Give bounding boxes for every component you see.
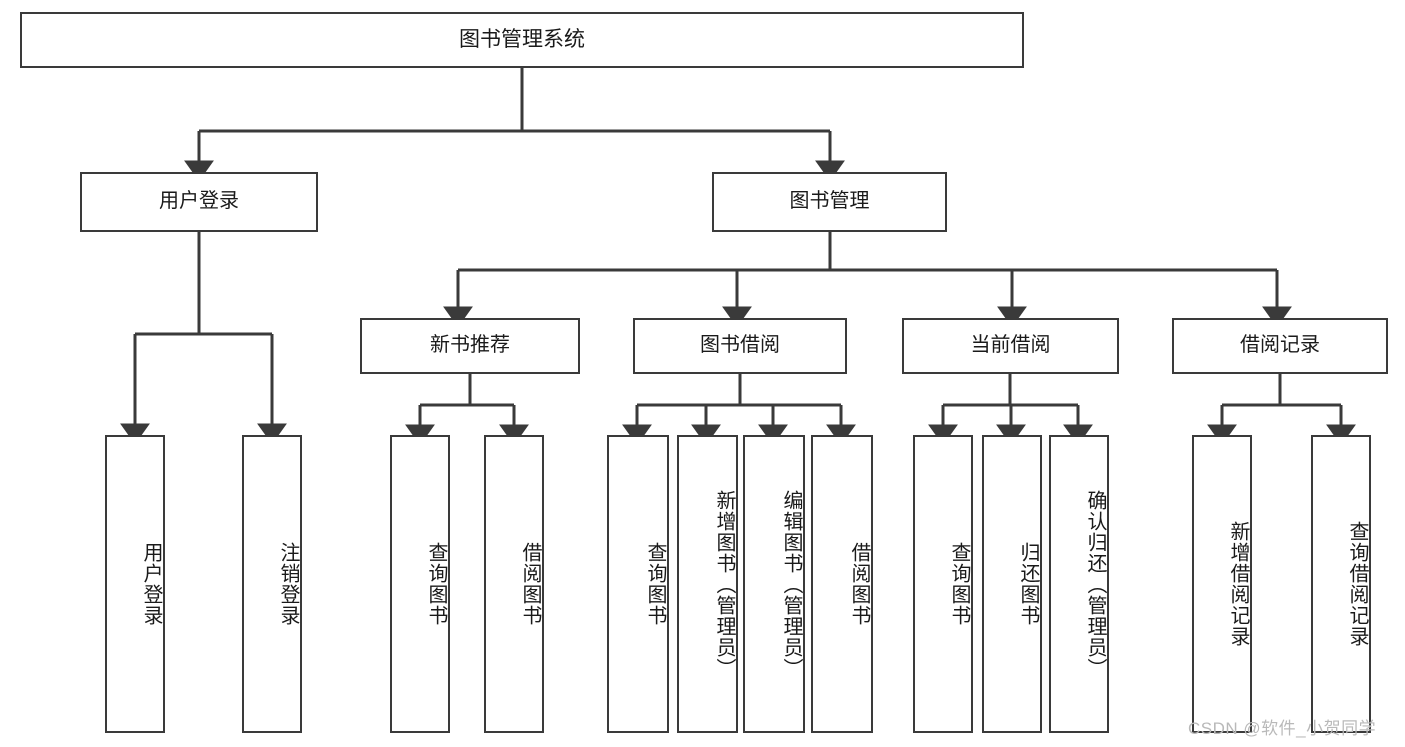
node-label: 确认归还（管理员） xyxy=(1084,489,1106,679)
node-leaf-user-login[interactable]: 用户登录 xyxy=(105,435,165,733)
node-book-manage[interactable]: 图书管理 xyxy=(712,172,947,232)
node-label: 借阅图书 xyxy=(519,542,541,626)
edge-book-borrow-to-leaves xyxy=(622,374,856,446)
node-leaf-cur-return[interactable]: 归还图书 xyxy=(982,435,1042,733)
watermark: CSDN @软件_小贺同学 xyxy=(1188,719,1377,738)
node-leaf-borrow-query[interactable]: 查询图书 xyxy=(607,435,669,733)
node-leaf-borrow-edit[interactable]: 编辑图书（管理员） xyxy=(743,435,805,733)
node-label: 注销登录 xyxy=(277,542,299,626)
node-leaf-borrow-lend[interactable]: 借阅图书 xyxy=(811,435,873,733)
node-label: 新增借阅记录 xyxy=(1227,521,1249,647)
node-label: 当前借阅 xyxy=(970,334,1051,357)
node-label: 编辑图书（管理员） xyxy=(780,489,802,679)
node-label: 新增图书（管理员） xyxy=(713,489,735,679)
node-leaf-user-logout[interactable]: 注销登录 xyxy=(242,435,302,733)
edge-user-login-to-leaves xyxy=(120,232,287,445)
edge-current-borrow-to-leaves xyxy=(928,374,1093,446)
edge-borrow-record-to-leaves xyxy=(1207,374,1356,446)
node-leaf-cur-query[interactable]: 查询图书 xyxy=(913,435,973,733)
node-leaf-rec-add[interactable]: 新增借阅记录 xyxy=(1192,435,1252,733)
node-leaf-rec-query2[interactable]: 查询借阅记录 xyxy=(1311,435,1371,733)
node-root[interactable]: 图书管理系统 xyxy=(20,12,1024,68)
edge-root-to-level1 xyxy=(184,68,845,182)
node-leaf-rec-query[interactable]: 查询图书 xyxy=(390,435,450,733)
edge-book-manage-to-level2 xyxy=(443,232,1292,328)
edge-new-book-rec-to-leaves xyxy=(405,374,529,446)
node-label: 借阅图书 xyxy=(848,542,870,626)
node-label: 图书借阅 xyxy=(700,334,780,357)
node-label: 查询图书 xyxy=(425,542,447,626)
node-label: 图书管理系统 xyxy=(459,27,585,51)
node-label: 借阅记录 xyxy=(1240,334,1320,357)
node-label: 查询借阅记录 xyxy=(1346,521,1368,647)
node-new-book-rec[interactable]: 新书推荐 xyxy=(360,318,580,374)
node-leaf-cur-confirm[interactable]: 确认归还（管理员） xyxy=(1049,435,1109,733)
node-label: 新书推荐 xyxy=(430,334,510,357)
node-label: 查询图书 xyxy=(644,542,666,626)
node-user-login[interactable]: 用户登录 xyxy=(80,172,318,232)
node-label: 归还图书 xyxy=(1017,542,1039,626)
node-label: 用户登录 xyxy=(159,190,239,213)
node-leaf-rec-borrow[interactable]: 借阅图书 xyxy=(484,435,544,733)
node-leaf-borrow-add[interactable]: 新增图书（管理员） xyxy=(677,435,738,733)
node-label: 查询图书 xyxy=(948,542,970,626)
node-borrow-record[interactable]: 借阅记录 xyxy=(1172,318,1388,374)
node-book-borrow[interactable]: 图书借阅 xyxy=(633,318,847,374)
node-label: 用户登录 xyxy=(140,542,162,626)
node-label: 图书管理 xyxy=(789,190,870,213)
node-current-borrow[interactable]: 当前借阅 xyxy=(902,318,1119,374)
